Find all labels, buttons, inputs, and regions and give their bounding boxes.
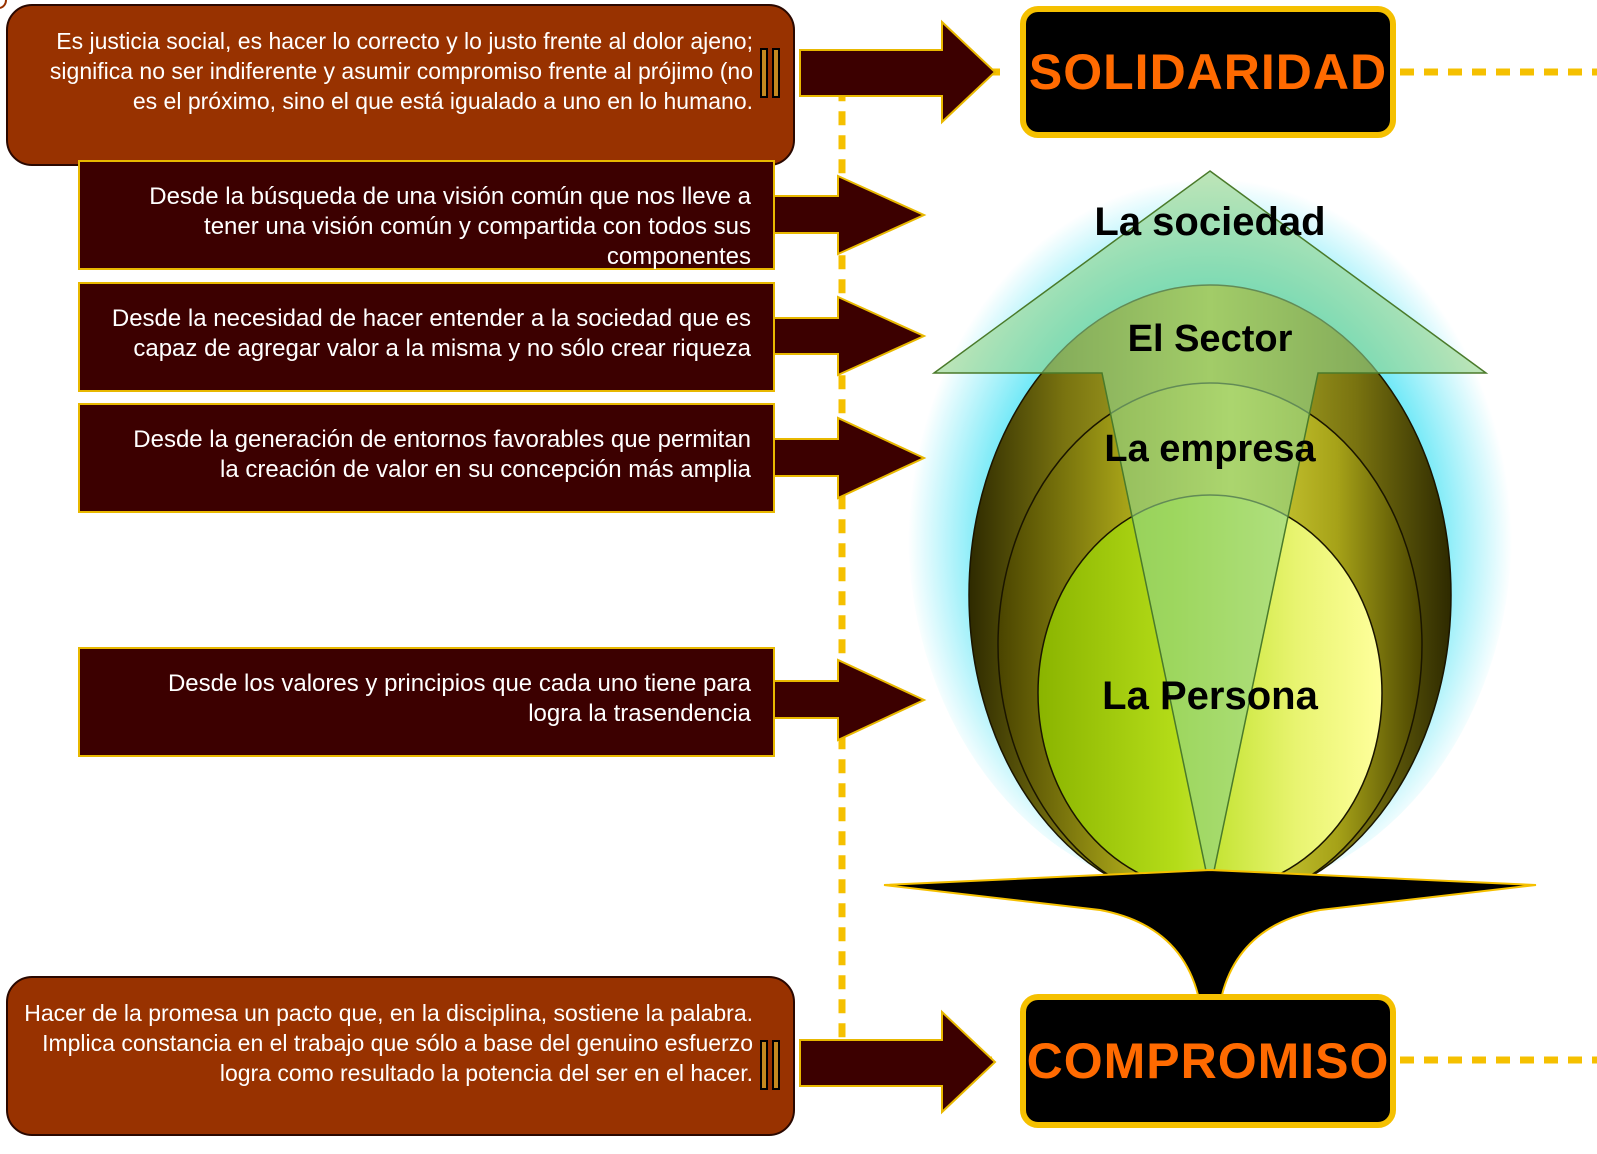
item-arrow-3 [773, 416, 927, 500]
definition-arrow-bottom [799, 1009, 997, 1115]
label-la-empresa: La empresa [1104, 428, 1316, 470]
corner-fragment [0, 0, 7, 9]
egg-diagram [908, 164, 1512, 908]
item-text-1: Desde la búsqueda de una visión común qu… [149, 183, 751, 270]
definition-box-compromiso: Hacer de la promesa un pacto que, en la … [6, 976, 795, 1136]
definition-text-solidaridad: Es justicia social, es hacer lo correcto… [49, 28, 753, 114]
item-text-4: Desde los valores y principios que cada … [167, 670, 751, 727]
item-arrows [773, 174, 927, 742]
item-box-1: Desde la búsqueda de una visión común qu… [78, 160, 775, 270]
item-text-3: Desde la generación de entornos favorabl… [133, 426, 751, 483]
definition-arrows [799, 19, 997, 1115]
label-el-sector: El Sector [1127, 318, 1293, 360]
item-box-2: Desde la necesidad de hacer entender a l… [78, 282, 775, 392]
item-arrow-4 [773, 658, 927, 742]
label-la-sociedad: La sociedad [1094, 200, 1326, 244]
definition-text-compromiso: Hacer de la promesa un pacto que, en la … [24, 1000, 753, 1086]
item-arrow-2 [773, 295, 927, 377]
item-text-2: Desde la necesidad de hacer entender a l… [111, 305, 751, 362]
bracket-icon [760, 48, 784, 98]
label-la-persona: La Persona [1102, 674, 1318, 718]
definition-box-solidaridad: Es justicia social, es hacer lo correcto… [6, 4, 795, 166]
item-box-3: Desde la generación de entornos favorabl… [78, 403, 775, 513]
funnel-connector [883, 868, 1537, 996]
bracket-icon [760, 1040, 784, 1090]
pill-compromiso: COMPROMISO [1020, 994, 1396, 1128]
item-arrow-1 [773, 174, 927, 256]
definition-arrow-top [799, 19, 997, 125]
pill-solidaridad: SOLIDARIDAD [1020, 6, 1396, 138]
item-box-4: Desde los valores y principios que cada … [78, 647, 775, 757]
